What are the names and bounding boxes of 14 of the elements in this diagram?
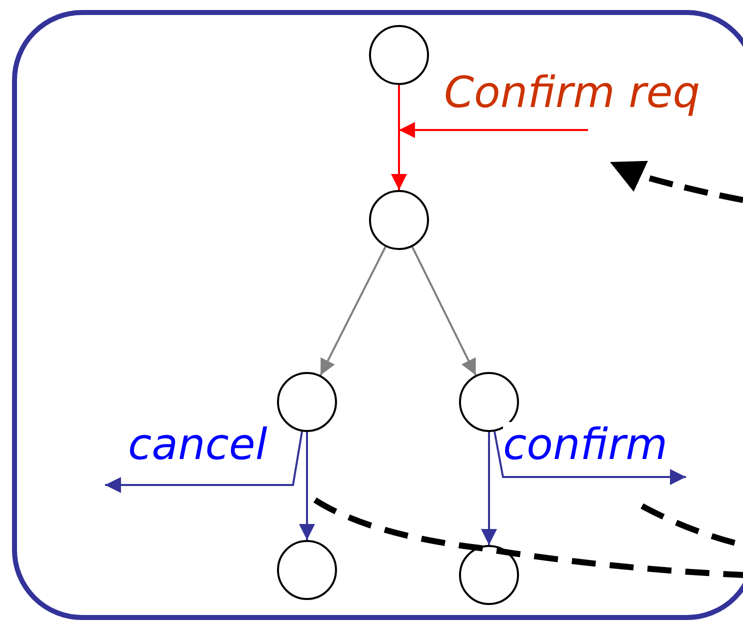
state-circle xyxy=(459,545,519,605)
arrow xyxy=(411,246,477,376)
state-circle xyxy=(277,540,337,600)
arrow xyxy=(481,432,497,545)
state-circle xyxy=(369,25,429,85)
state-circle xyxy=(369,190,429,250)
arrow xyxy=(494,431,686,485)
state-circle xyxy=(277,372,337,432)
arrow xyxy=(391,85,407,190)
arrow xyxy=(299,432,315,540)
arrow xyxy=(105,431,303,493)
arrow xyxy=(320,246,386,376)
request-label: Confirm req xyxy=(444,68,700,118)
arrow xyxy=(399,122,589,138)
